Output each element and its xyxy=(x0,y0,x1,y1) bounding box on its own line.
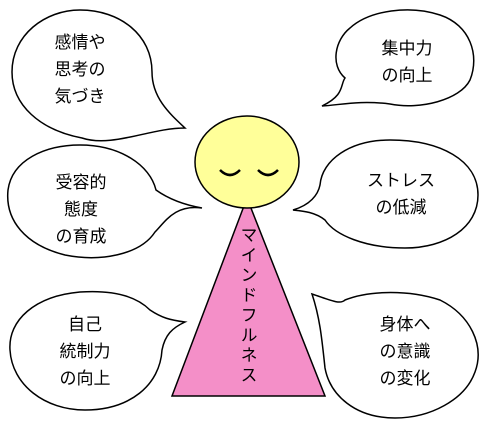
bubble-line: 受容的 xyxy=(55,173,107,193)
bubble-line: 感情や xyxy=(54,33,106,53)
bubble-text-top-right: 集中力 の向上 xyxy=(372,36,442,90)
bubble-line: ストレス xyxy=(367,171,435,191)
figure-head xyxy=(194,115,300,209)
figure-body-label: マインドフルネス xyxy=(236,226,257,386)
bubble-line: 身体へ xyxy=(379,315,431,335)
bubble-bottom-right xyxy=(310,291,479,419)
bubble-line: 統制力 xyxy=(59,342,111,362)
bubble-line: の変化 xyxy=(379,369,431,389)
bubble-text-bottom-left: 自己 統制力 の向上 xyxy=(50,312,120,393)
bubble-line: 態度 xyxy=(64,200,98,220)
bubble-line: 自己 xyxy=(68,315,102,335)
bubble-bottom-left xyxy=(9,290,188,411)
figure-body xyxy=(170,195,327,397)
bubble-top-left xyxy=(11,9,187,142)
bubble-line: の意識 xyxy=(379,342,431,362)
closed-eye-left-icon xyxy=(219,169,241,177)
bubble-text-mid-left: 受容的 態度 の育成 xyxy=(48,170,114,251)
bubble-text-top-left: 感情や 思考の 気づき xyxy=(48,30,112,111)
bubble-text-bottom-right: 身体へ の意識 の変化 xyxy=(372,312,438,393)
bubble-line: 集中力 xyxy=(381,39,433,59)
bubble-line: の向上 xyxy=(381,66,433,86)
bubble-top-right xyxy=(321,9,475,107)
bubble-line: の育成 xyxy=(55,227,107,247)
bubble-mid-left xyxy=(7,144,203,259)
bubble-line: の低減 xyxy=(375,198,427,218)
bubble-line: 思考の xyxy=(54,60,106,80)
bubble-mid-right xyxy=(292,139,479,249)
bubble-line: の向上 xyxy=(59,369,111,389)
bubble-line: 気づき xyxy=(54,87,106,107)
closed-eye-right-icon xyxy=(257,169,279,177)
bubble-text-mid-right: ストレス の低減 xyxy=(358,168,444,222)
